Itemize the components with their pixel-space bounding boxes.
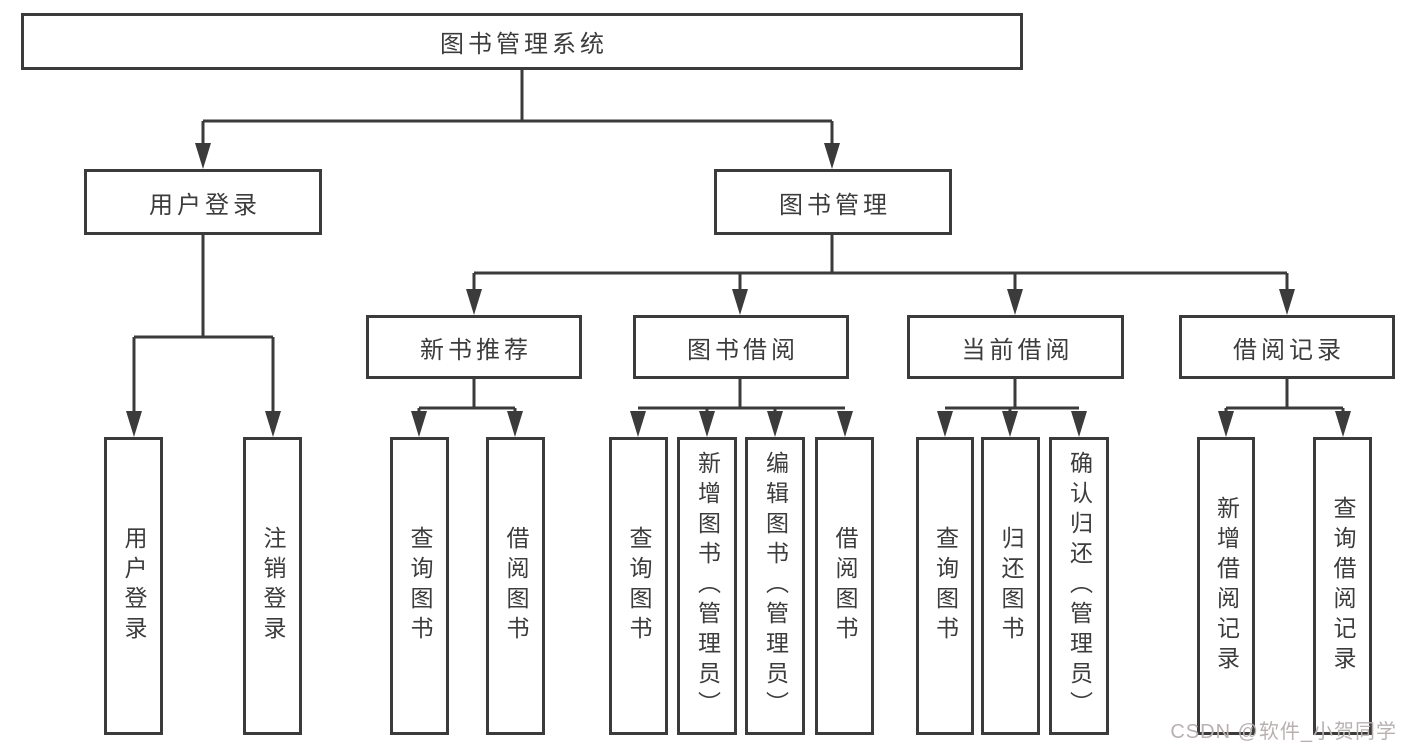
leaf-add-book-admin: 新增图书（管理员） [677, 437, 737, 735]
leaf-query-book-current: 查询图书 [916, 437, 974, 735]
arrowhead [1071, 411, 1087, 437]
leaf-query-borrow-record: 查询借阅记录 [1313, 437, 1372, 735]
leaf-confirm-return-admin: 确认归还（管理员） [1049, 437, 1109, 735]
arrowhead [1218, 411, 1234, 437]
leaf-borrow-book: 借阅图书 [815, 437, 874, 735]
arrowhead [1279, 289, 1295, 315]
leaf-logout-label: 注销登录 [260, 526, 286, 646]
leaf-borrow-book-label: 借阅图书 [832, 526, 858, 646]
arrowhead [837, 411, 853, 437]
leaf-return-book: 归还图书 [981, 437, 1040, 735]
node-borrow-records: 借阅记录 [1179, 315, 1395, 379]
arrowhead [411, 411, 427, 437]
node-root-label: 图书管理系统 [440, 31, 608, 58]
leaf-user-login: 用户登录 [104, 437, 163, 735]
leaf-user-login-label: 用户登录 [121, 526, 147, 646]
leaf-edit-book-admin: 编辑图书（管理员） [745, 437, 805, 735]
leaf-add-borrow-record: 新增借阅记录 [1197, 437, 1255, 735]
node-book-borrow-label: 图书借阅 [687, 336, 799, 364]
arrowhead [195, 143, 211, 169]
connector-book-borrow [638, 379, 845, 414]
csdn-watermark: CSDN @软件_小贺同学 [1170, 721, 1397, 743]
leaf-query-borrow-record-label: 查询借阅记录 [1330, 496, 1356, 676]
connector-borrow-records [1224, 379, 1345, 414]
arrowhead [732, 289, 748, 315]
arrowhead [699, 411, 715, 437]
leaf-query-book-recommend: 查询图书 [390, 437, 449, 735]
arrowhead [767, 411, 783, 437]
leaf-edit-book-admin-label: 编辑图书（管理员） [762, 451, 789, 721]
connector-book-management [472, 234, 1289, 292]
arrowhead [1335, 411, 1351, 437]
node-current-borrow: 当前借阅 [907, 315, 1124, 379]
leaf-query-book-borrow: 查询图书 [609, 437, 668, 735]
arrowhead [507, 411, 523, 437]
node-book-management: 图书管理 [714, 169, 952, 235]
leaf-query-book-borrow-label: 查询图书 [626, 526, 652, 646]
node-root: 图书管理系统 [21, 13, 1023, 70]
arrowhead [466, 289, 482, 315]
node-book-borrow: 图书借阅 [633, 315, 849, 379]
arrowhead [126, 411, 142, 437]
connector-current-borrow [945, 379, 1079, 414]
node-current-borrow-label: 当前借阅 [961, 336, 1074, 364]
node-new-book-recommend-label: 新书推荐 [420, 336, 532, 364]
arrowhead [824, 143, 840, 169]
leaf-borrow-book-recommend-label: 借阅图书 [503, 526, 529, 646]
leaf-logout: 注销登录 [243, 437, 302, 735]
arrowhead [265, 411, 281, 437]
leaf-add-borrow-record-label: 新增借阅记录 [1213, 496, 1240, 676]
leaf-return-book-label: 归还图书 [998, 526, 1024, 646]
node-user-login-group: 用户登录 [84, 169, 322, 235]
arrowhead [937, 411, 953, 437]
leaf-confirm-return-admin-label: 确认归还（管理员） [1066, 451, 1093, 721]
node-new-book-recommend: 新书推荐 [366, 315, 582, 379]
node-book-management-label: 图书管理 [779, 191, 891, 219]
node-user-login-group-label: 用户登录 [149, 191, 261, 219]
connector-root [201, 69, 834, 146]
arrowhead [630, 411, 646, 437]
connector-user-login [132, 234, 275, 414]
arrowhead [1002, 411, 1018, 437]
leaf-query-book-recommend-label: 查询图书 [407, 526, 433, 646]
leaf-query-book-current-label: 查询图书 [932, 526, 959, 646]
arrowhead [1007, 289, 1023, 315]
connector-new-book [417, 379, 517, 414]
leaf-borrow-book-recommend: 借阅图书 [486, 437, 545, 735]
leaf-add-book-admin-label: 新增图书（管理员） [694, 451, 721, 721]
node-borrow-records-label: 借阅记录 [1233, 336, 1345, 364]
